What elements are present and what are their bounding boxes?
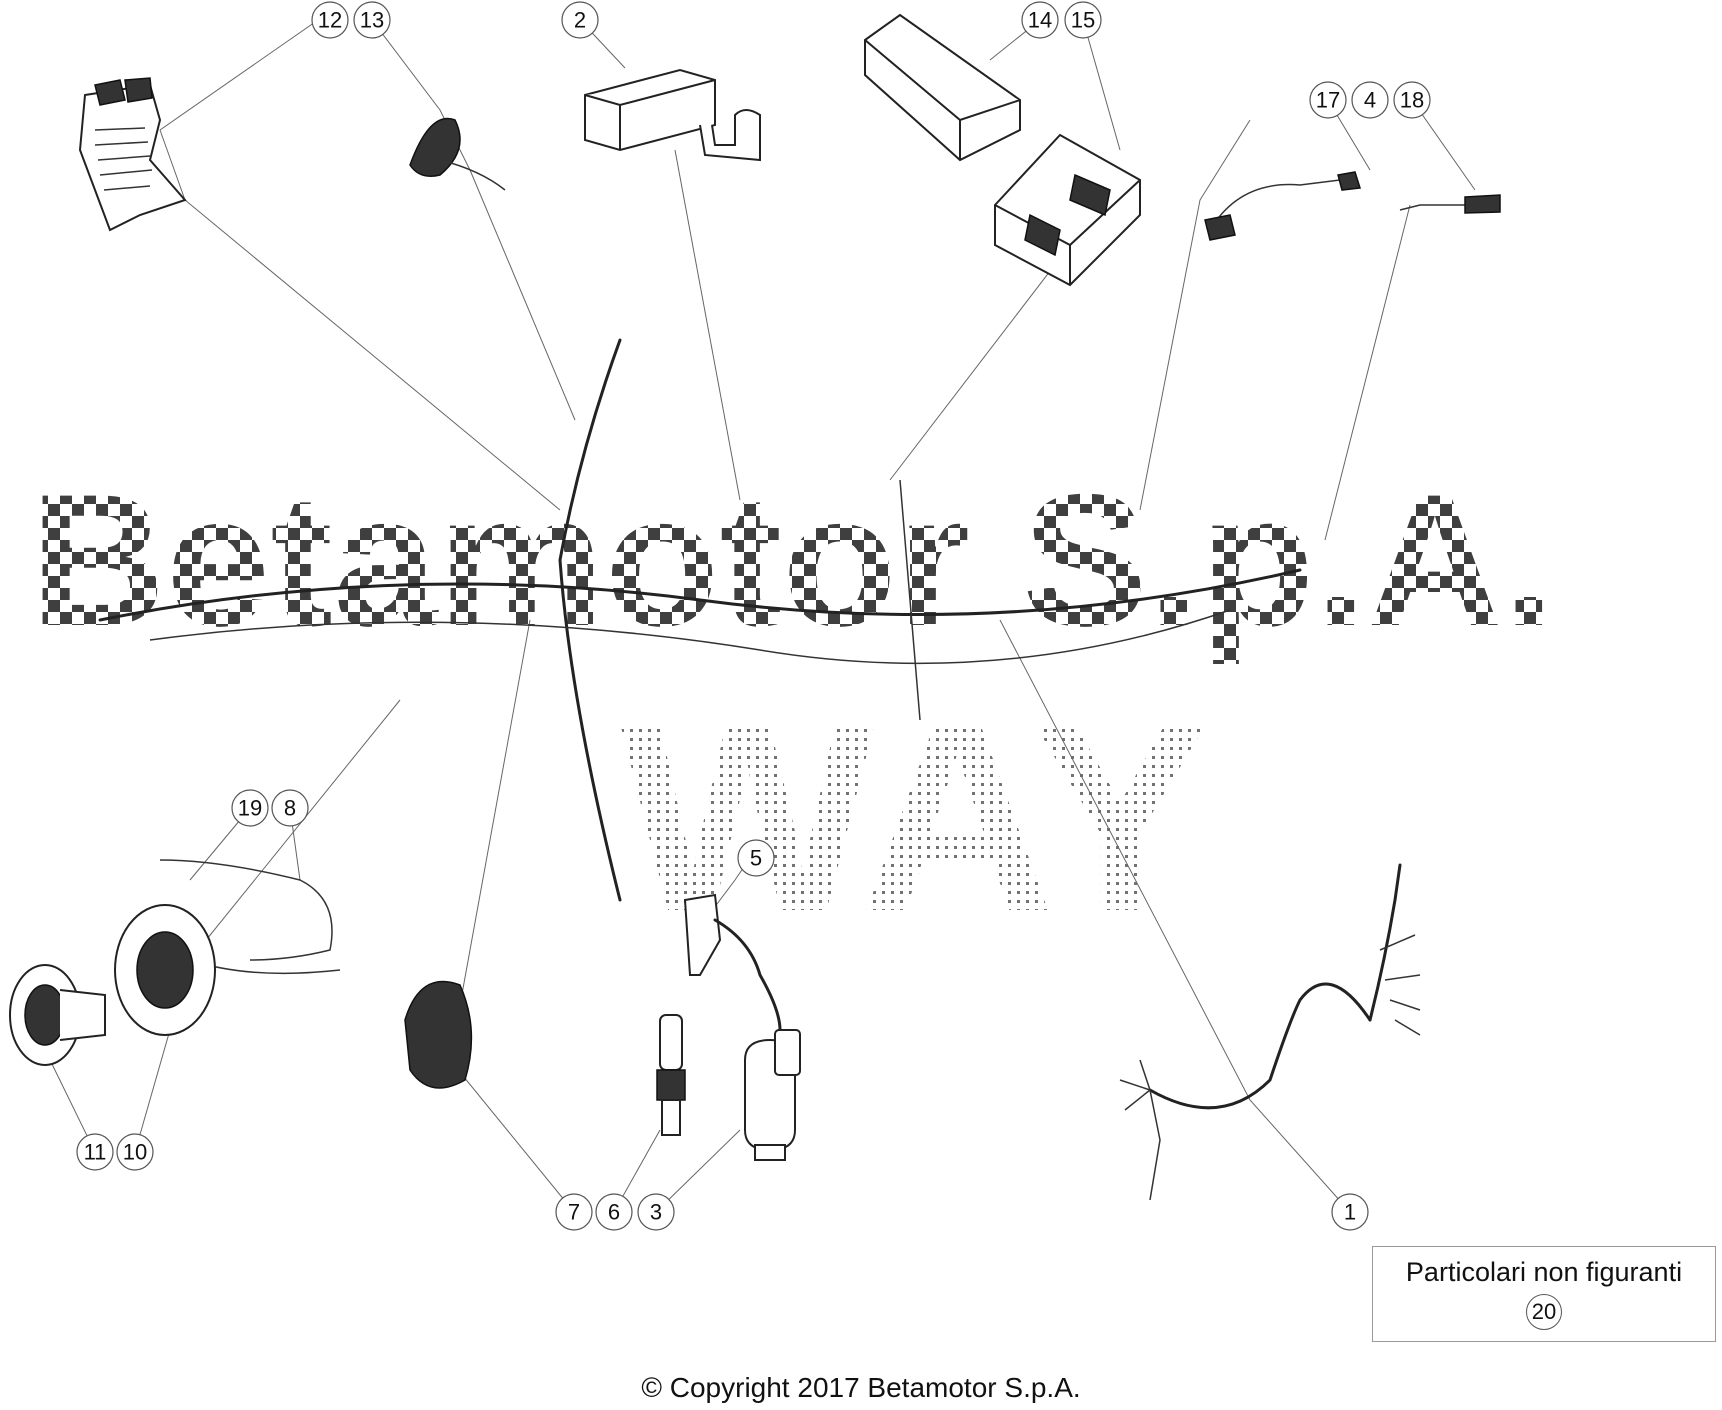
main-harness-part bbox=[98, 338, 1302, 902]
svg-text:3: 3 bbox=[650, 1200, 662, 1225]
svg-text:12: 12 bbox=[318, 8, 342, 33]
svg-text:8: 8 bbox=[284, 796, 296, 821]
svg-text:18: 18 bbox=[1400, 88, 1424, 113]
callout-13: 13 bbox=[353, 1, 391, 39]
callout-1: 1 bbox=[1331, 1193, 1369, 1231]
svg-text:5: 5 bbox=[750, 846, 762, 871]
svg-text:7: 7 bbox=[568, 1200, 580, 1225]
not-shown-parts-box: Particolari non figuranti 20 bbox=[1372, 1246, 1716, 1342]
handlebar-switch-part bbox=[78, 77, 187, 232]
svg-text:10: 10 bbox=[123, 1140, 147, 1165]
spark-plug-cap-part bbox=[683, 893, 782, 1032]
callout-18: 18 bbox=[1393, 81, 1431, 119]
svg-text:15: 15 bbox=[1071, 8, 1095, 33]
cdi-box-part bbox=[584, 68, 761, 162]
callout-17: 17 bbox=[1309, 81, 1347, 119]
callout-14: 14 bbox=[1021, 1, 1059, 39]
callout-11: 11 bbox=[76, 1133, 114, 1171]
callout-12: 12 bbox=[311, 1, 349, 39]
sub-harness-part bbox=[1119, 863, 1421, 1201]
watermark-line1: Betamotor S.p.A. bbox=[30, 455, 1555, 665]
not-shown-parts-label: Particolari non figuranti bbox=[1405, 1257, 1683, 1287]
svg-text:4: 4 bbox=[1364, 88, 1376, 113]
flywheel-part bbox=[9, 964, 106, 1066]
copyright-notice: © Copyright 2017 Betamotor S.p.A. bbox=[641, 1372, 1081, 1403]
callout-7: 7 bbox=[555, 1193, 593, 1231]
svg-text:17: 17 bbox=[1316, 88, 1340, 113]
pickup-part bbox=[404, 980, 473, 1089]
switch-connector-part bbox=[409, 117, 506, 191]
callout-2: 2 bbox=[561, 1, 599, 39]
watermark: Betamotor S.p.A. WAY bbox=[30, 455, 1555, 968]
callout-5: 5 bbox=[737, 839, 775, 877]
callout-4: 4 bbox=[1351, 81, 1389, 119]
svg-text:6: 6 bbox=[608, 1200, 620, 1225]
ignition-coil-part bbox=[744, 1029, 801, 1161]
callout-15: 15 bbox=[1064, 1, 1102, 39]
svg-text:14: 14 bbox=[1028, 8, 1052, 33]
relay-housing-part bbox=[994, 133, 1141, 287]
callout-10: 10 bbox=[116, 1133, 154, 1171]
svg-text:11: 11 bbox=[84, 1140, 107, 1165]
callout-8: 8 bbox=[271, 789, 309, 827]
callout-3: 3 bbox=[637, 1193, 675, 1231]
svg-text:1: 1 bbox=[1344, 1200, 1356, 1225]
callout-19: 19 bbox=[231, 789, 269, 827]
spark-plug-part bbox=[656, 1014, 686, 1136]
svg-text:13: 13 bbox=[360, 8, 384, 33]
not-shown-part-callout-20: 20 bbox=[1526, 1294, 1562, 1330]
relay-part bbox=[864, 13, 1021, 162]
stator-part bbox=[114, 904, 216, 1036]
svg-text:19: 19 bbox=[238, 796, 262, 821]
sensor-cable-part bbox=[1204, 171, 1501, 241]
svg-text:2: 2 bbox=[574, 8, 586, 33]
callout-6: 6 bbox=[595, 1193, 633, 1231]
callouts: 12 13 2 14 15 17 4 18 bbox=[76, 1, 1431, 1231]
